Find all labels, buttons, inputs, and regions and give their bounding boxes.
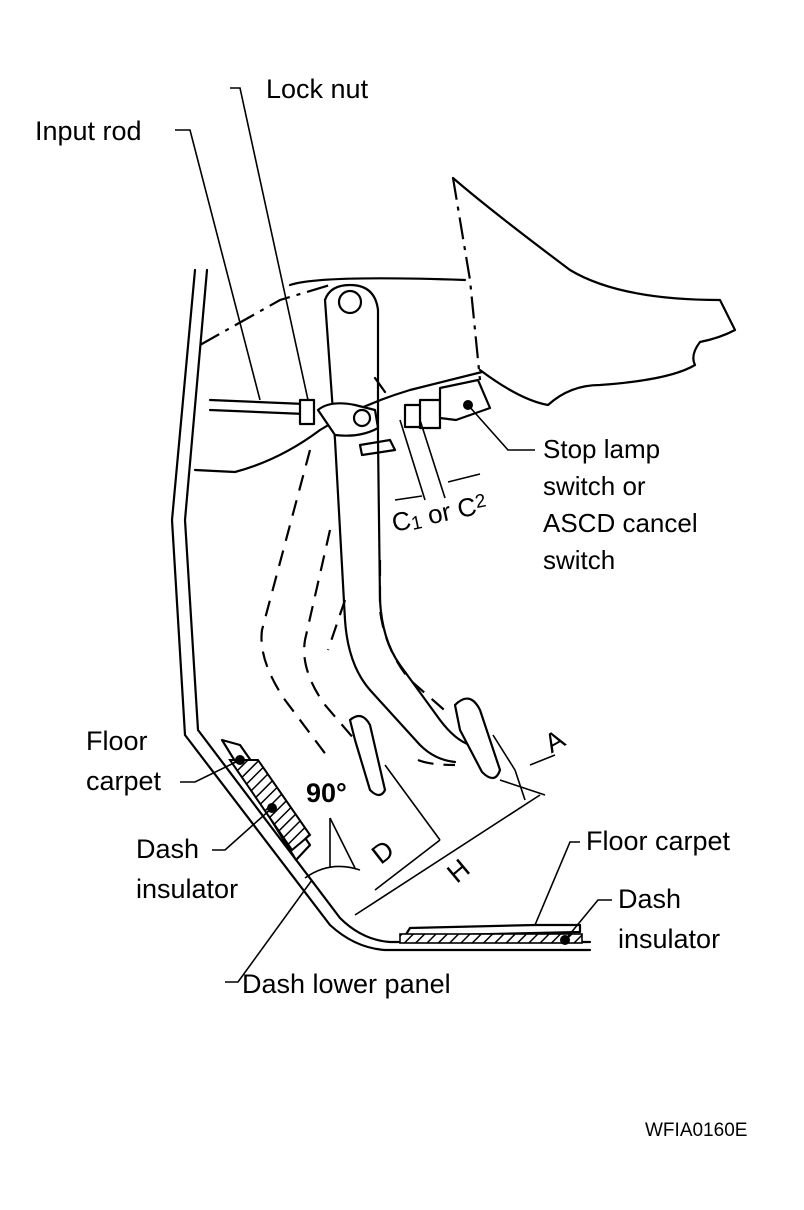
body-bracket-outline — [193, 176, 737, 474]
leader-lines — [175, 87, 612, 983]
dash-insulator-right-label-line1: Dash — [618, 884, 681, 914]
pedal-pads — [348, 697, 502, 797]
stop-lamp-label-line3: ASCD cancel — [543, 508, 698, 538]
floor-carpet-left-label-line1: Floor — [86, 726, 148, 756]
dash-lower-panel — [170, 268, 592, 952]
dash-insulator-left-label-line1: Dash — [136, 834, 199, 864]
floor-carpet-left-label-line2: carpet — [86, 766, 162, 796]
dash-lower-panel-label: Dash lower panel — [242, 969, 451, 999]
stop-lamp-label-line2: switch or — [543, 471, 646, 501]
dimension-h-label: H — [441, 853, 475, 889]
input-rod-label: Input rod — [35, 116, 142, 146]
angle-90-label: 90° — [306, 778, 347, 808]
switch-assembly — [208, 376, 492, 457]
lock-nut-label: Lock nut — [266, 74, 369, 104]
dimension-lines — [304, 419, 556, 916]
pedal-depressed-outline — [260, 449, 456, 767]
floor-carpet-right-label: Floor carpet — [586, 826, 731, 856]
right-floor-carpet-insulator — [399, 923, 583, 944]
stop-lamp-label-line4: switch — [543, 545, 615, 575]
dimension-a-label: A — [539, 724, 570, 759]
stop-lamp-label-line1: Stop lamp — [543, 434, 660, 464]
figure-code: WFIA0160E — [645, 1120, 747, 1141]
dash-insulator-right-label-line2: insulator — [618, 924, 720, 954]
c1-c2-label: C1 or C2 — [389, 489, 490, 539]
dimension-d-label: D — [366, 834, 400, 870]
dash-insulator-left-label-line2: insulator — [136, 874, 238, 904]
